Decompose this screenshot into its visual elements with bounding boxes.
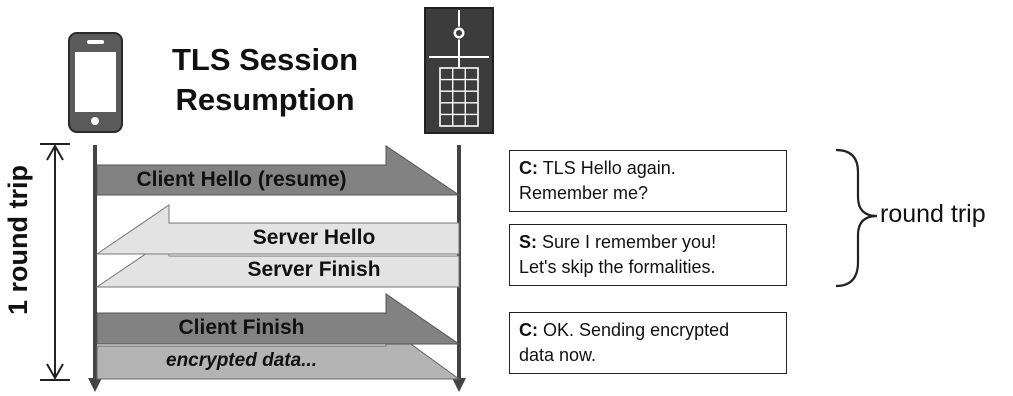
title-line-2: Resumption	[175, 82, 355, 117]
server-hello-arrow	[95, 204, 460, 255]
brace-round-trip-label: round trip	[880, 200, 986, 228]
encrypted-data-arrow	[96, 325, 461, 380]
round-trip-side-label: 1 round trip	[3, 165, 33, 315]
client-finish-label: Client Finish	[178, 316, 305, 339]
server-icon	[424, 7, 494, 134]
speaker-label: S:	[519, 232, 537, 252]
note-client-hello: C: TLS Hello again. Remember me?	[509, 150, 787, 212]
speaker-label: C:	[519, 320, 538, 340]
client-hello-label: Client Hello (resume)	[136, 168, 347, 191]
server-hello-label: Server Hello	[252, 226, 376, 249]
note-text: Let's skip the formalities.	[519, 257, 716, 277]
note-text: Remember me?	[519, 183, 649, 203]
note-line: S: Sure I remember you!	[519, 230, 786, 255]
diagram-title: TLS Session Resumption	[150, 40, 380, 120]
speaker-label: C:	[519, 158, 538, 178]
title-line-1: TLS Session	[171, 42, 359, 77]
note-line: C: OK. Sending encrypted	[519, 318, 786, 343]
round-trip-brace	[835, 148, 878, 288]
client-hello-arrow	[96, 145, 461, 196]
note-line: C: TLS Hello again.	[519, 156, 786, 181]
client-finish-arrow	[96, 293, 461, 345]
note-text: data now.	[519, 345, 597, 365]
server-finish-arrow	[95, 237, 460, 288]
note-client-finish: C: OK. Sending encrypted data now.	[509, 312, 787, 374]
note-text: Sure I remember you!	[542, 232, 717, 252]
server-finish-label: Server Finish	[247, 258, 381, 281]
smartphone-icon	[68, 32, 123, 133]
note-text: OK. Sending encrypted	[543, 320, 730, 340]
client-timeline	[88, 145, 102, 392]
round-trip-bracket	[40, 143, 70, 381]
note-text: TLS Hello again.	[542, 158, 676, 178]
note-server-hello: S: Sure I remember you! Let's skip the f…	[509, 224, 787, 286]
encrypted-data-label: encrypted data...	[166, 350, 317, 371]
